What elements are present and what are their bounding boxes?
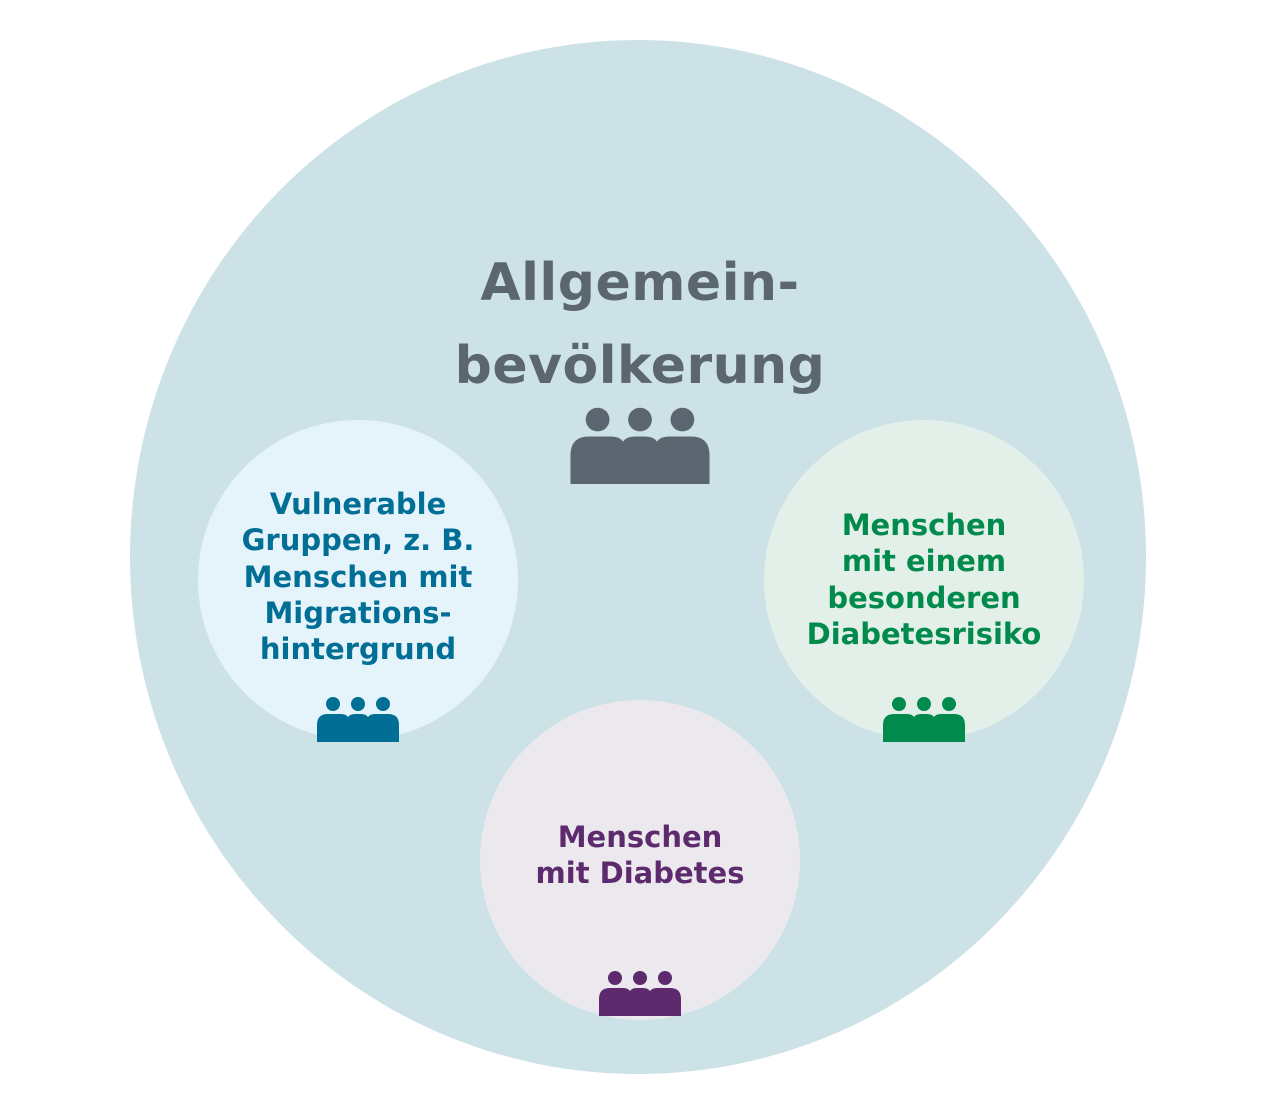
vulnerable-groups-circle <box>198 420 518 740</box>
people-with-diabetes-label: Menschen mit Diabetes <box>535 820 745 891</box>
vulnerable-groups-label: Vulnerable Gruppen, z. B. Menschen mit M… <box>241 487 475 666</box>
people-group-icon <box>317 697 399 742</box>
diabetes-risk-circle <box>764 420 1084 740</box>
people-group-icon <box>599 971 681 1016</box>
people-with-diabetes-circle <box>480 700 800 1020</box>
diabetes-risk-label: Menschen mit einem besonderen Diabetesri… <box>806 508 1042 651</box>
people-group-icon <box>570 407 710 484</box>
people-group-icon <box>883 697 965 742</box>
population-title: Allgemein- bevölkerung <box>454 253 826 397</box>
